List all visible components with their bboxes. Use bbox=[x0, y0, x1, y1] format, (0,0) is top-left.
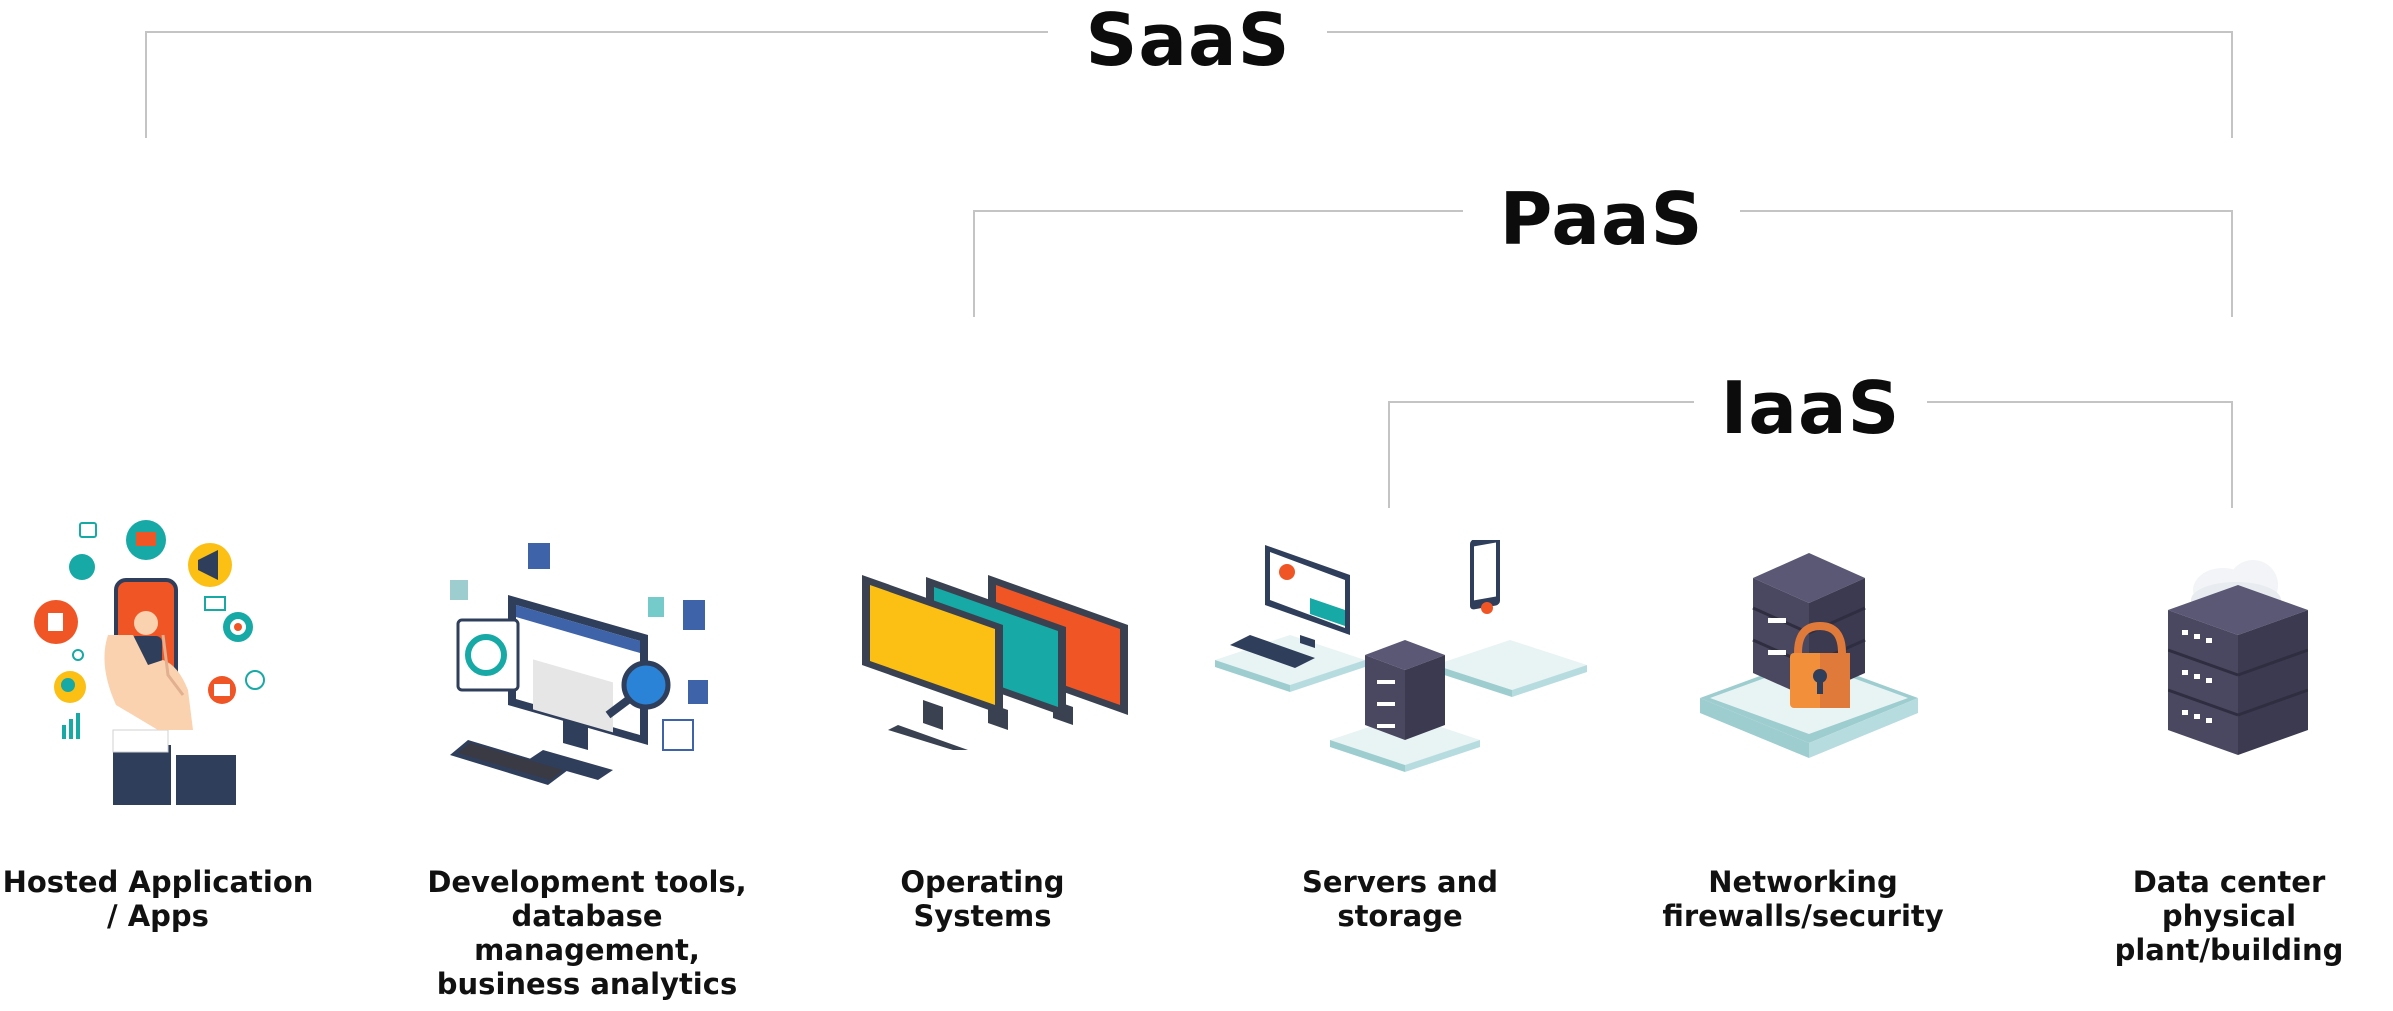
saas-bracket-right-top bbox=[1327, 31, 2233, 33]
iaas-bracket-right-top bbox=[1927, 401, 2233, 403]
paas-bracket-right-top bbox=[1740, 210, 2233, 212]
caption-servers-storage: Servers and storage bbox=[1301, 865, 1499, 933]
firewall-lock-server-icon bbox=[1698, 548, 1920, 770]
caption-datacenter: Data center physical plant/building bbox=[2114, 865, 2344, 967]
caption-hosted-apps: Hosted Application / Apps bbox=[2, 865, 314, 933]
caption-networking: Networking firewalls/security bbox=[1662, 865, 1944, 933]
paas-bracket-left-top bbox=[973, 210, 1463, 212]
saas-bracket-right-leg bbox=[2231, 31, 2233, 138]
servers-storage-icon bbox=[1215, 540, 1587, 780]
caption-operating-systems: Operating Systems bbox=[900, 865, 1065, 933]
saas-bracket-left-leg bbox=[145, 31, 147, 138]
caption-dev-tools: Development tools, database management, … bbox=[427, 865, 747, 1001]
iaas-bracket-left-top bbox=[1388, 401, 1694, 403]
iaas-bracket-left-leg bbox=[1388, 401, 1390, 508]
dev-tools-monitor-icon bbox=[448, 535, 718, 795]
iaas-bracket-right-leg bbox=[2231, 401, 2233, 508]
paas-bracket-right-leg bbox=[2231, 210, 2233, 317]
mobile-apps-icon bbox=[28, 515, 278, 805]
operating-systems-monitors-icon bbox=[858, 565, 1133, 750]
saas-bracket-left-top bbox=[145, 31, 1048, 33]
paas-bracket-left-leg bbox=[973, 210, 975, 317]
paas-title: PaaS bbox=[1499, 177, 1704, 261]
iaas-title: IaaS bbox=[1720, 366, 1901, 450]
saas-title: SaaS bbox=[1085, 0, 1291, 82]
datacenter-cloud-rack-icon bbox=[2168, 555, 2308, 760]
